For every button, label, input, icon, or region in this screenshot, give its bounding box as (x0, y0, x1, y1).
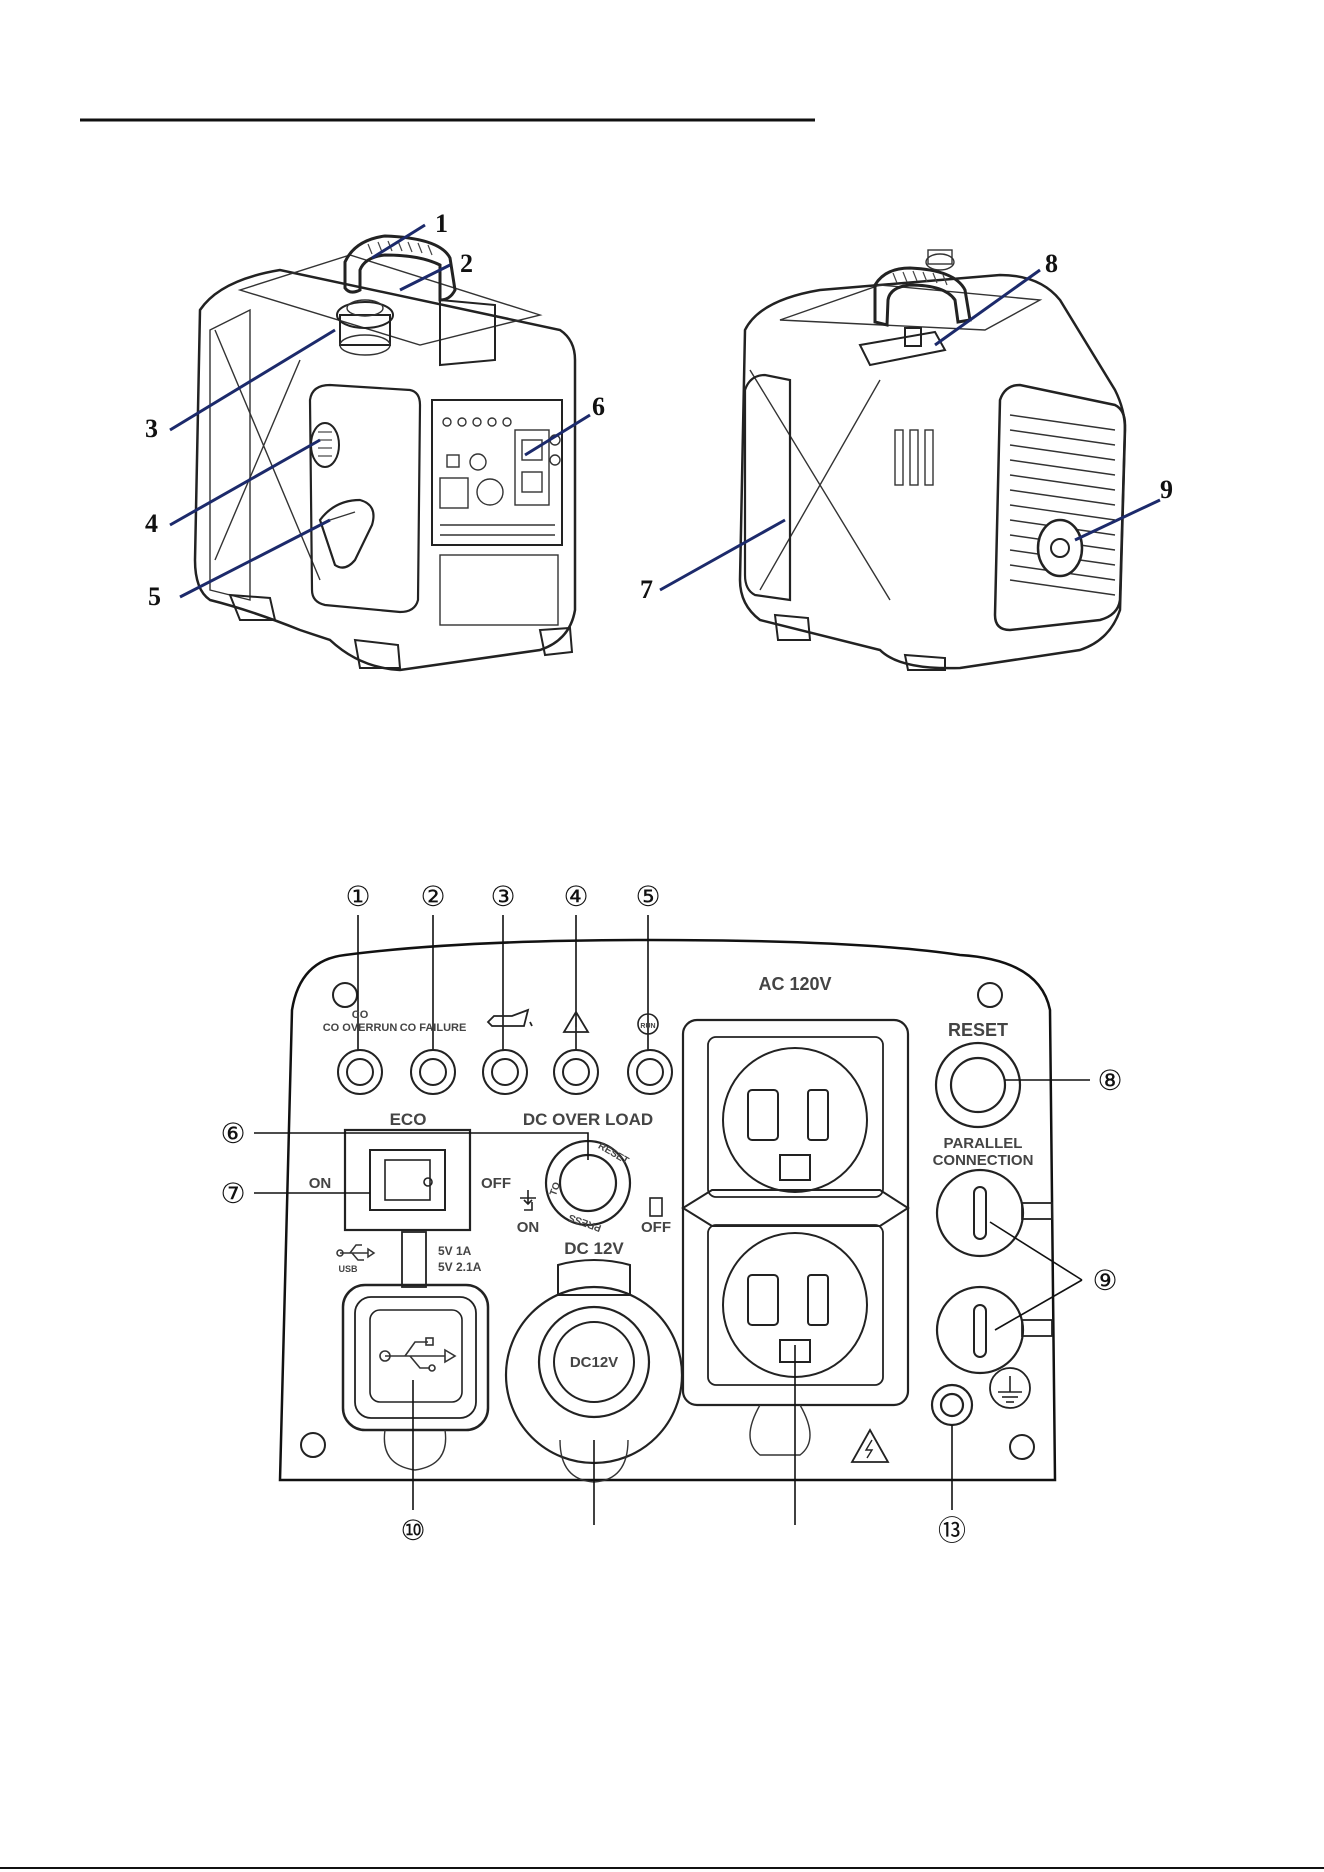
reset-label: RESET (948, 1020, 1008, 1040)
panel-callout-2: ② (420, 880, 445, 913)
co-failure-label: CO FAILURE (400, 1022, 467, 1034)
front-callout-1: 1 (435, 209, 448, 238)
front-callout-3: 3 (145, 414, 158, 443)
dc-off-label: OFF (641, 1219, 671, 1236)
panel-callout-3: ③ (490, 880, 515, 913)
run-label: RUN (640, 1023, 655, 1030)
generator-rear-view: 8 7 9 (640, 249, 1173, 670)
panel-callout-9: ⑨ (1092, 1264, 1117, 1297)
usb-rating-1: 5V 1A (438, 1244, 472, 1258)
usb-rating-2: 5V 2.1A (438, 1260, 482, 1274)
panel-callout-8: ⑧ (1097, 1064, 1122, 1097)
dc12v-label: DC 12V (564, 1239, 624, 1258)
rear-callout-8: 8 (1045, 249, 1058, 278)
dc12v-socket-label: DC12V (570, 1354, 618, 1371)
parallel-label-1: PARALLEL (944, 1135, 1023, 1152)
eco-on-label: ON (309, 1175, 332, 1192)
panel-callout-5: ⑤ (635, 880, 660, 913)
panel-callout-7: ⑦ (220, 1177, 245, 1210)
front-callout-2: 2 (460, 249, 473, 278)
panel-callout-10: ⑩ (400, 1514, 425, 1547)
usb-label: USB (338, 1264, 358, 1274)
panel-callout-4: ④ (563, 880, 588, 913)
co-overrun-label-1: CO (352, 1009, 369, 1021)
rear-callout-7: 7 (640, 575, 653, 604)
control-panel-diagram: ① ② ③ ④ ⑤ CO CO OVERRUN CO FAILURE RUN (220, 880, 1122, 1547)
dc-overload-label: DC OVER LOAD (523, 1110, 653, 1129)
parallel-label-2: CONNECTION (933, 1152, 1034, 1169)
panel-callout-6: ⑥ (220, 1117, 245, 1150)
rear-callout-9: 9 (1160, 475, 1173, 504)
ac-voltage-label: AC 120V (758, 974, 831, 994)
panel-callout-1: ① (345, 880, 370, 913)
panel-callout-13: ⑬ (938, 1514, 966, 1547)
dc-on-label: ON (517, 1219, 540, 1236)
front-callout-6: 6 (592, 392, 605, 421)
generator-front-view: 1 2 3 4 5 6 (145, 209, 605, 670)
eco-off-label: OFF (481, 1175, 511, 1192)
front-callout-5: 5 (148, 582, 161, 611)
eco-label: ECO (390, 1110, 427, 1129)
front-callout-4: 4 (145, 509, 158, 538)
co-overrun-label: CO OVERRUN (323, 1022, 398, 1034)
